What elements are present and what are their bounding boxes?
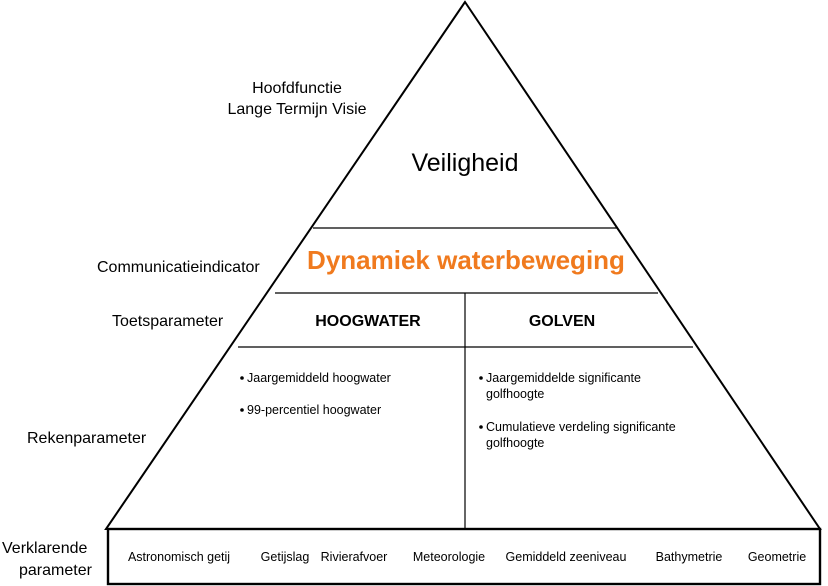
level-label-parameter: parameter bbox=[19, 562, 93, 579]
base-box bbox=[106, 527, 822, 586]
bullet-right-2-line1: Cumulatieve verdeling significante bbox=[486, 420, 676, 434]
base-item-geometrie: Geometrie bbox=[748, 550, 806, 564]
level-label-verklarende: Verklarende bbox=[2, 540, 87, 557]
level-label-toetsparameter: Toetsparameter bbox=[112, 313, 224, 330]
bullet-left-1: Jaargemiddeld hoogwater bbox=[247, 371, 391, 385]
base-item-bathymetrie: Bathymetrie bbox=[656, 550, 723, 564]
bullet-dot bbox=[240, 376, 244, 380]
heading-golven: GOLVEN bbox=[529, 313, 595, 330]
level-label-communicatieindicator: Communicatieindicator bbox=[97, 259, 260, 276]
indicator-title: Dynamiek waterbeweging bbox=[307, 245, 625, 275]
base-item-astronomisch-getij: Astronomisch getij bbox=[128, 550, 230, 564]
level-label-lange-termijn-visie: Lange Termijn Visie bbox=[227, 101, 366, 118]
bullet-left-2: 99-percentiel hoogwater bbox=[247, 403, 381, 417]
bullet-dot bbox=[479, 425, 483, 429]
bullet-right-1-line2: golfhoogte bbox=[486, 387, 544, 401]
bullet-dot bbox=[240, 408, 244, 412]
level-label-rekenparameter: Rekenparameter bbox=[27, 430, 147, 447]
bullet-right-1-line1: Jaargemiddelde significante bbox=[486, 371, 641, 385]
bullet-dot bbox=[479, 376, 483, 380]
heading-hoogwater: HOOGWATER bbox=[315, 313, 421, 330]
bullet-right-2-line2: golfhoogte bbox=[486, 436, 544, 450]
top-title: Veiligheid bbox=[411, 149, 518, 177]
base-item-gemiddeld-zeeniveau: Gemiddeld zeeniveau bbox=[506, 550, 627, 564]
base-item-rivierafvoer: Rivierafvoer bbox=[321, 550, 388, 564]
level-label-hoofdfunctie: Hoofdfunctie bbox=[252, 80, 342, 97]
base-item-meteorologie: Meteorologie bbox=[413, 550, 485, 564]
base-item-getijslag: Getijslag bbox=[261, 550, 310, 564]
